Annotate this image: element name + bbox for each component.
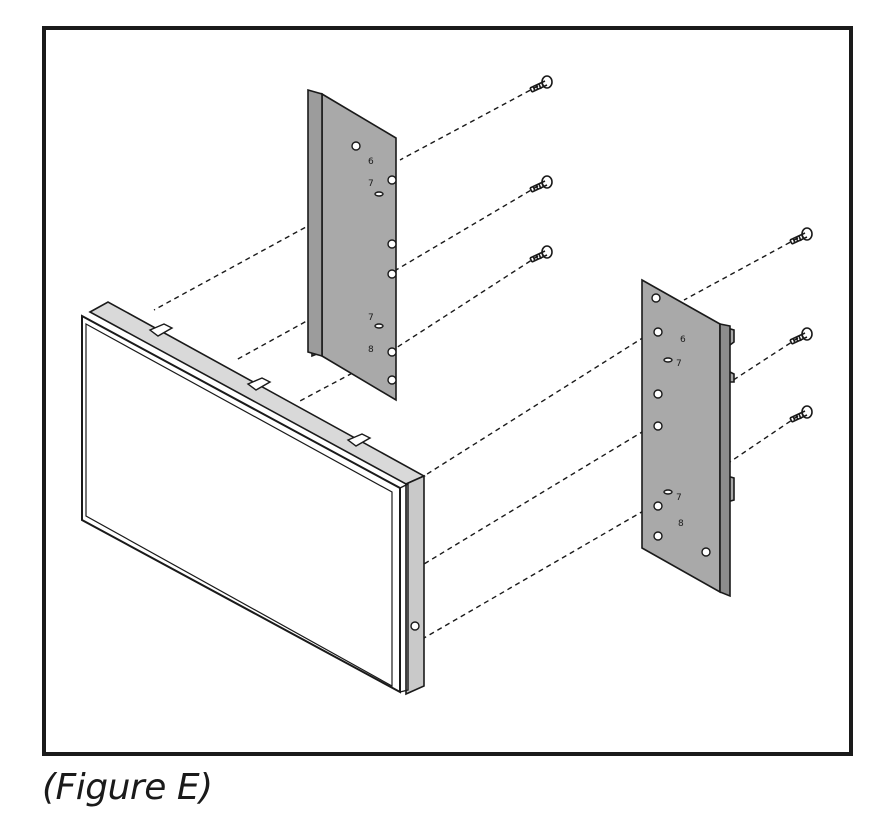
- bracket-number: 7: [676, 359, 682, 369]
- display-side-knob: [410, 621, 420, 631]
- bracket-number: 8: [368, 345, 374, 355]
- head-unit-display: [81, 301, 426, 696]
- screw-icon: [789, 327, 813, 345]
- screw-icon: [529, 175, 553, 193]
- installation-diagram: 6 7 7 8 6: [81, 75, 813, 696]
- bracket-number: 7: [676, 493, 682, 503]
- screw-icon: [529, 75, 553, 93]
- bracket-number: 6: [680, 335, 686, 345]
- left-mounting-bracket: 6 7 7 8: [307, 88, 397, 402]
- screw-icon: [789, 405, 813, 423]
- display-top-tabs: [148, 323, 372, 447]
- right-mounting-bracket: 6 7 7 8: [641, 278, 735, 598]
- bracket-number: 6: [368, 157, 374, 167]
- screw-icon: [529, 245, 553, 263]
- bracket-number: 8: [678, 519, 684, 529]
- bracket-number: 7: [368, 179, 374, 189]
- figure-caption: (Figure E): [42, 767, 213, 808]
- screw-icon: [789, 227, 813, 245]
- figure-frame: 6 7 7 8 6: [42, 26, 853, 756]
- bracket-number: 7: [368, 313, 374, 323]
